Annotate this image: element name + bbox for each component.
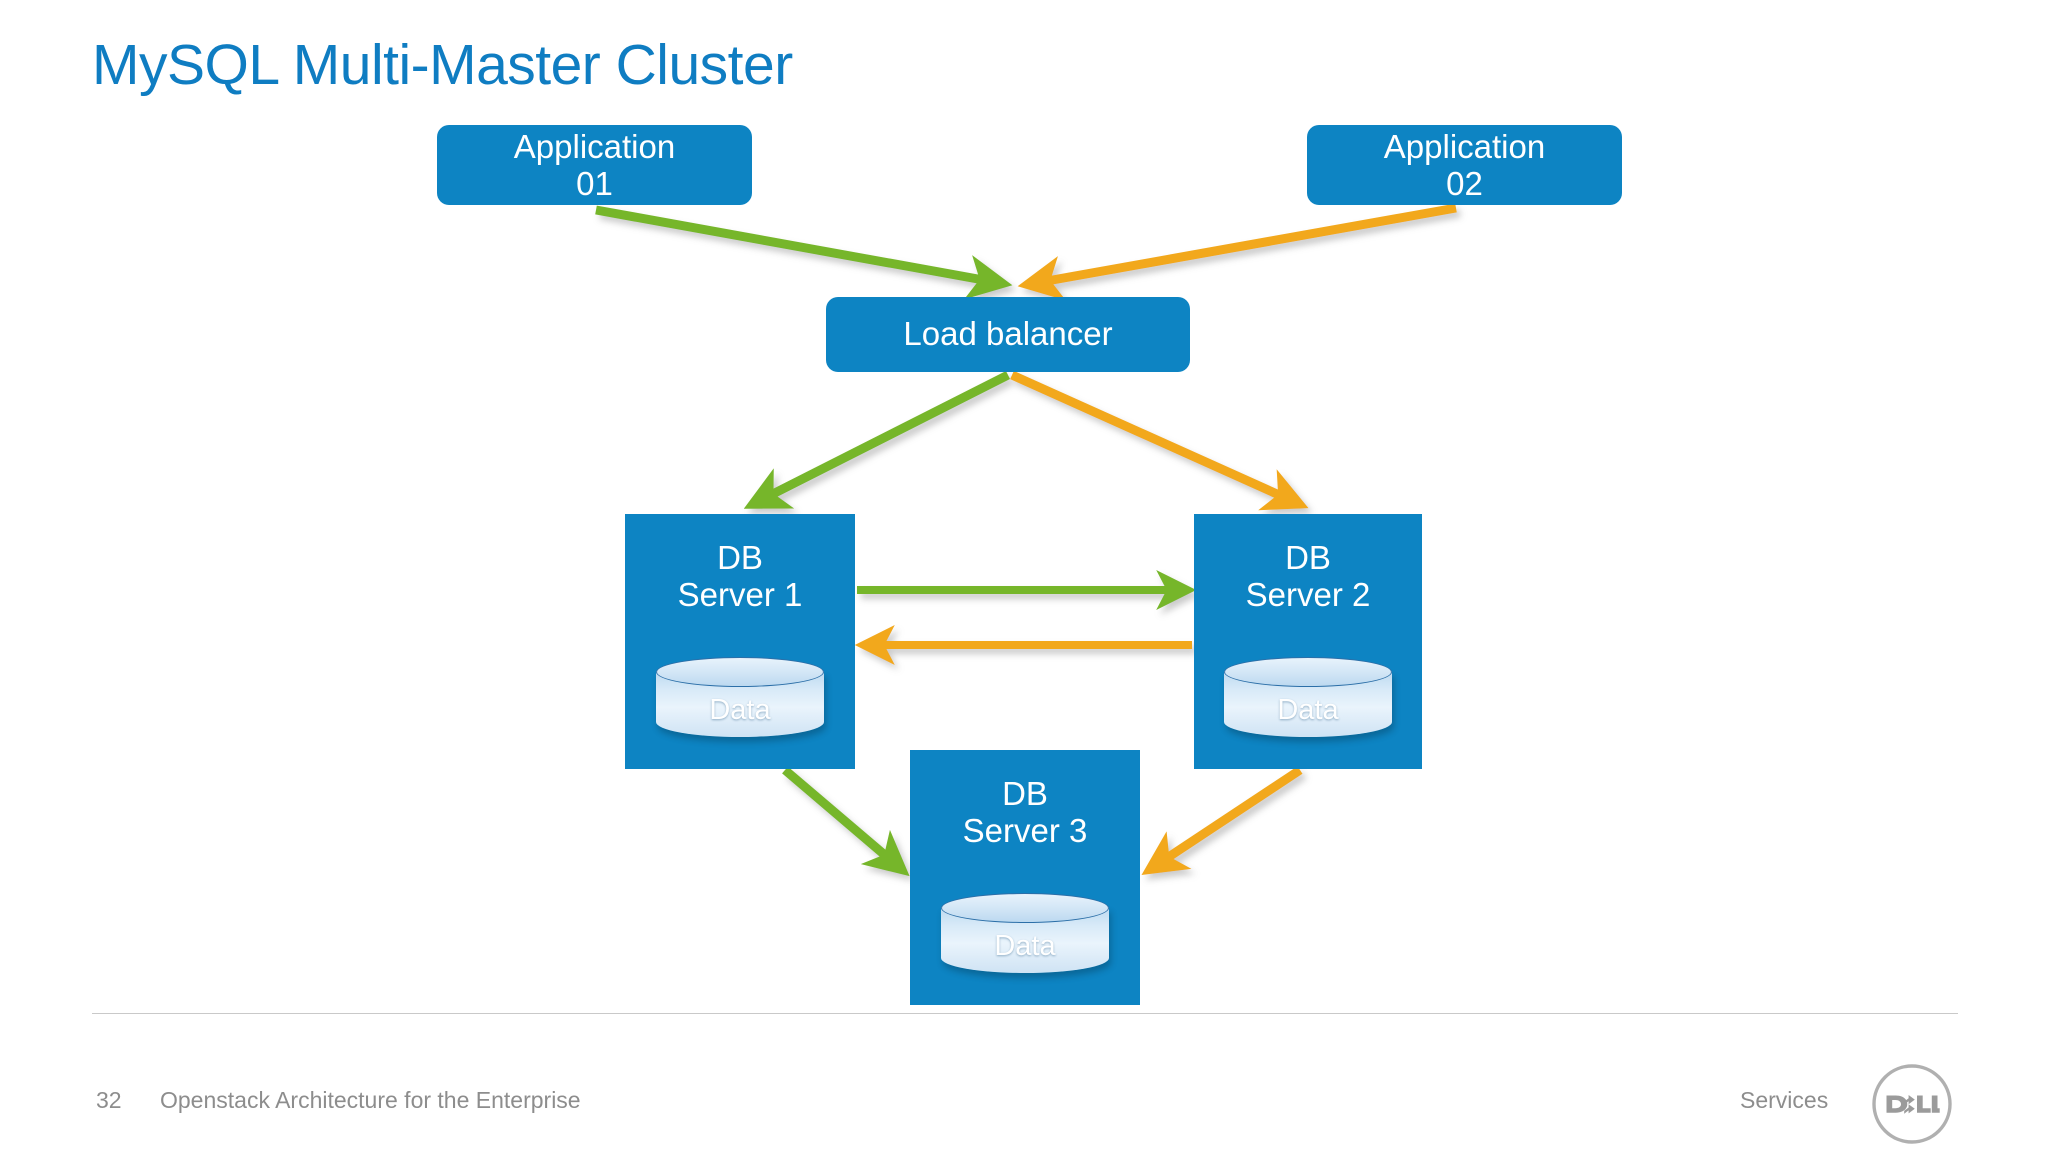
database-cylinder-icon: Data bbox=[941, 893, 1109, 981]
node-load-balancer[interactable]: Load balancer bbox=[826, 297, 1190, 372]
node-load-balancer-label: Load balancer bbox=[903, 315, 1113, 353]
footer-deck-title: Openstack Architecture for the Enterpris… bbox=[160, 1087, 581, 1113]
footer: 32 Openstack Architecture for the Enterp… bbox=[0, 1055, 2048, 1115]
cylinder-top bbox=[1224, 657, 1392, 687]
footer-divider bbox=[92, 1013, 1958, 1014]
cylinder-top bbox=[941, 893, 1109, 923]
edge-load-balancer-to-db1 bbox=[743, 370, 1011, 509]
node-db-server-3-label: DB Server 3 bbox=[962, 775, 1088, 849]
node-application-01-label: Application 01 bbox=[513, 128, 676, 202]
footer-page-number: 32 bbox=[96, 1087, 122, 1113]
footer-services-label: Services bbox=[1740, 1087, 1829, 1113]
database-cylinder-icon: Data bbox=[1224, 657, 1392, 745]
edge-app02-to-load-balancer bbox=[1017, 203, 1457, 301]
dell-logo-icon bbox=[1872, 1064, 1952, 1144]
cylinder-top bbox=[656, 657, 824, 687]
node-db-server-3[interactable]: DB Server 3 Data bbox=[910, 750, 1140, 1005]
node-db-server-2-label: DB Server 2 bbox=[1245, 539, 1371, 613]
database-cylinder-icon: Data bbox=[656, 657, 824, 745]
edge-app01-to-load-balancer bbox=[595, 205, 1013, 300]
node-db-server-2[interactable]: DB Server 2 Data bbox=[1194, 514, 1422, 769]
edge-db1-to-db3 bbox=[782, 766, 910, 877]
node-db-server-1-label: DB Server 1 bbox=[677, 539, 803, 613]
node-db-server-1[interactable]: DB Server 1 Data bbox=[625, 514, 855, 769]
page-title: MySQL Multi-Master Cluster bbox=[92, 33, 793, 97]
node-application-01[interactable]: Application 01 bbox=[437, 125, 752, 205]
db-server-3-store-label: Data bbox=[994, 929, 1056, 962]
node-application-02[interactable]: Application 02 bbox=[1307, 125, 1622, 205]
db-server-2-store-label: Data bbox=[1277, 693, 1339, 726]
db-server-1-store-label: Data bbox=[709, 693, 771, 726]
edge-db2-to-db3 bbox=[1141, 766, 1303, 875]
edge-load-balancer-to-db2 bbox=[1010, 370, 1309, 511]
node-application-02-label: Application 02 bbox=[1383, 128, 1546, 202]
